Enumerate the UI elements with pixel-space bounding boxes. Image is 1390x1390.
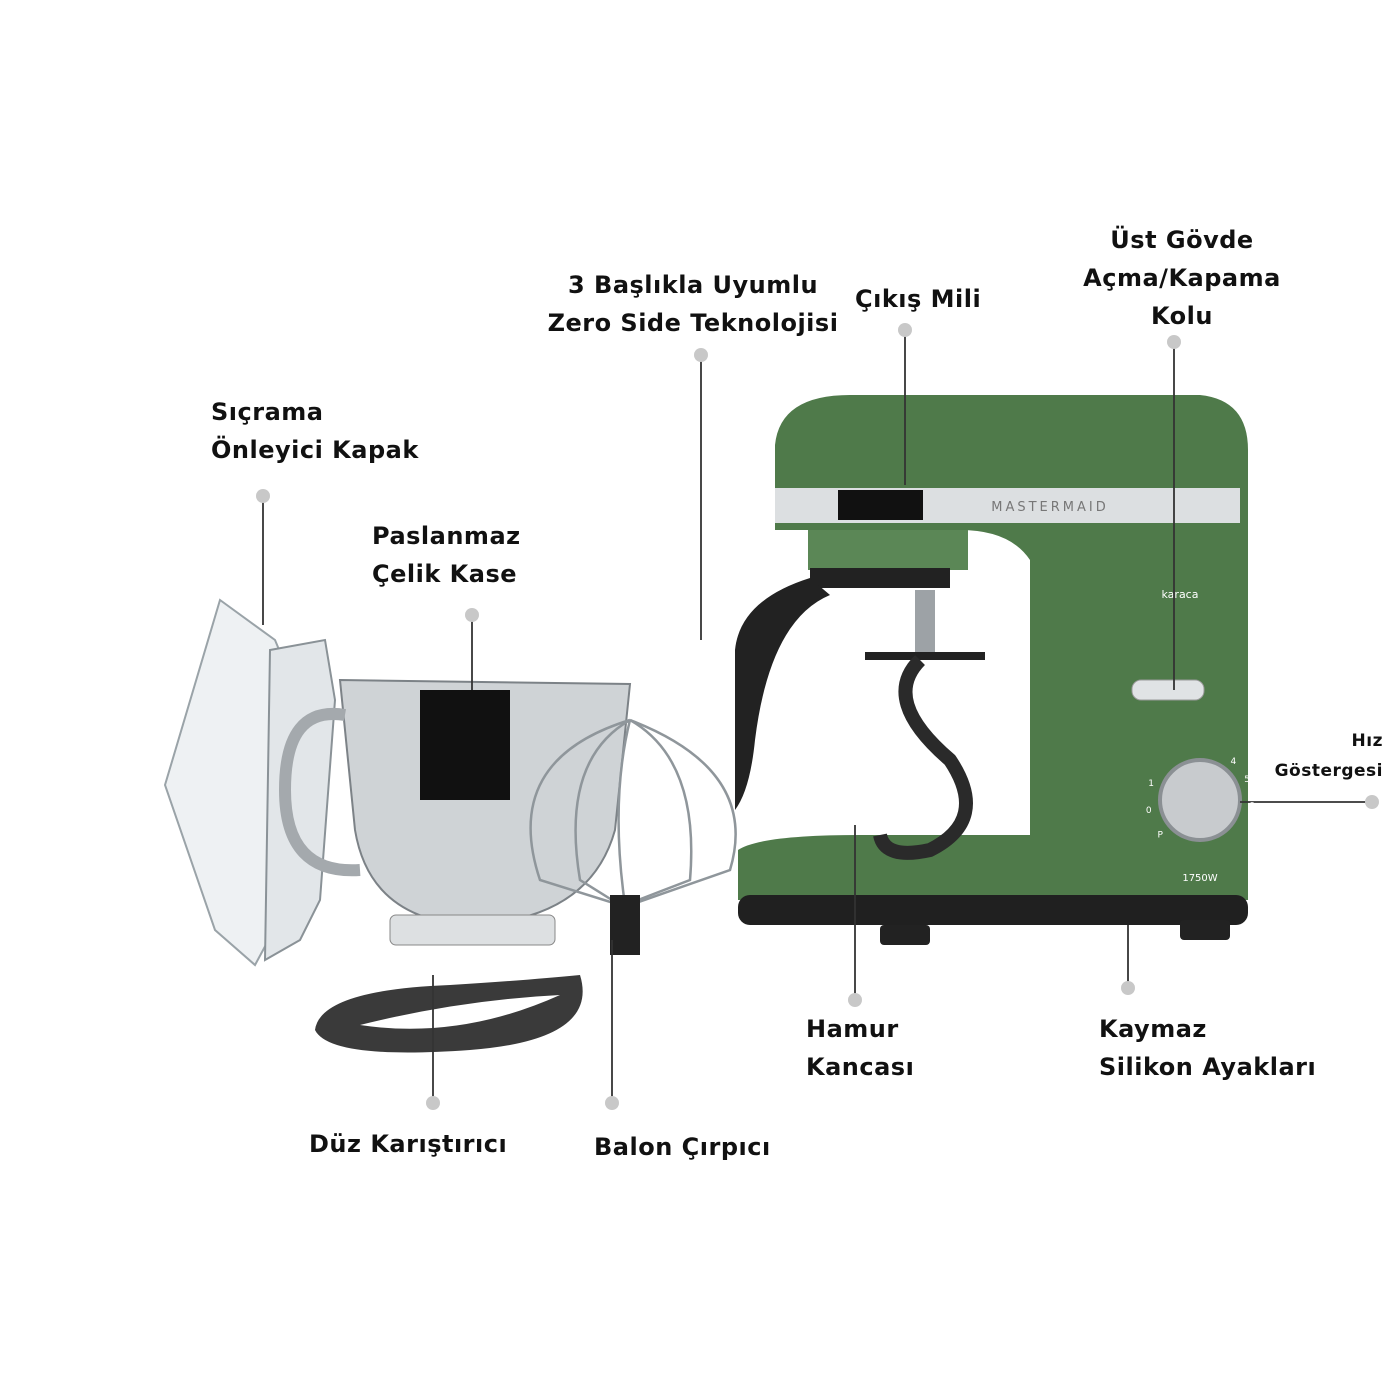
dial-mark: 6 [1249,802,1255,812]
label-splash-guard: Sıçrama Önleyici Kapak [211,393,419,469]
label-feet: Kaymaz Silikon Ayakları [1099,1010,1316,1086]
dial-mark: 1 [1148,779,1154,789]
dial-mark: P [1157,830,1163,840]
label-dough-hook: Hamur Kancası [806,1010,914,1086]
logo-text: karaca [1162,588,1199,601]
flat-beater-image [315,975,583,1053]
label-output-shaft: Çıkış Mili [855,280,981,318]
label-line: Balon Çırpıcı [594,1133,771,1161]
callout-dots [256,323,1379,1110]
dial-mark: 4 [1231,757,1237,767]
label-line: Hamur [806,1015,899,1043]
label-line: Sıçrama [211,398,324,426]
label-line: Çıkış Mili [855,285,982,313]
power-text: 1750W [1182,873,1217,884]
label-line: Açma/Kapama [1083,264,1281,292]
steel-bowl-image [278,678,632,946]
label-line: Kaymaz [1099,1015,1207,1043]
dial-mark: 5 [1244,775,1250,785]
label-line: Düz Karıştırıcı [309,1130,508,1158]
label-line: Kolu [1151,302,1213,330]
label-line: Zero Side Teknolojisi [547,309,839,337]
label-line: 3 Başlıkla Uyumlu [567,271,819,299]
label-bowl: Paslanmaz Çelik Kase [372,517,521,593]
label-line: Silikon Ayakları [1099,1053,1317,1081]
dial-mark: 0 [1146,806,1152,816]
label-line: Çelik Kase [372,560,518,588]
label-zero-side: 3 Başlıkla Uyumlu Zero Side Teknolojisi [543,266,843,342]
label-line: Hız [1351,731,1383,751]
label-flat-beater: Düz Karıştırıcı [309,1125,507,1163]
label-line: Önleyici Kapak [211,436,419,464]
stand-mixer-image: MASTERMAID karaca 1750W [735,395,1248,945]
label-line: Göstergesi [1274,761,1383,781]
balloon-whisk-image [529,718,737,955]
label-speed-dial: Hız Göstergesi [1275,726,1383,786]
label-whisk: Balon Çırpıcı [594,1128,771,1166]
splash-guard-image [163,598,337,967]
brand-text: MASTERMAID [991,500,1109,515]
label-line: Paslanmaz [372,522,521,550]
label-line: Üst Gövde [1110,226,1254,254]
label-head-lever: Üst Gövde Açma/Kapama Kolu [1062,221,1302,335]
leader-lines [262,330,1372,1103]
label-line: Kancası [806,1053,915,1081]
